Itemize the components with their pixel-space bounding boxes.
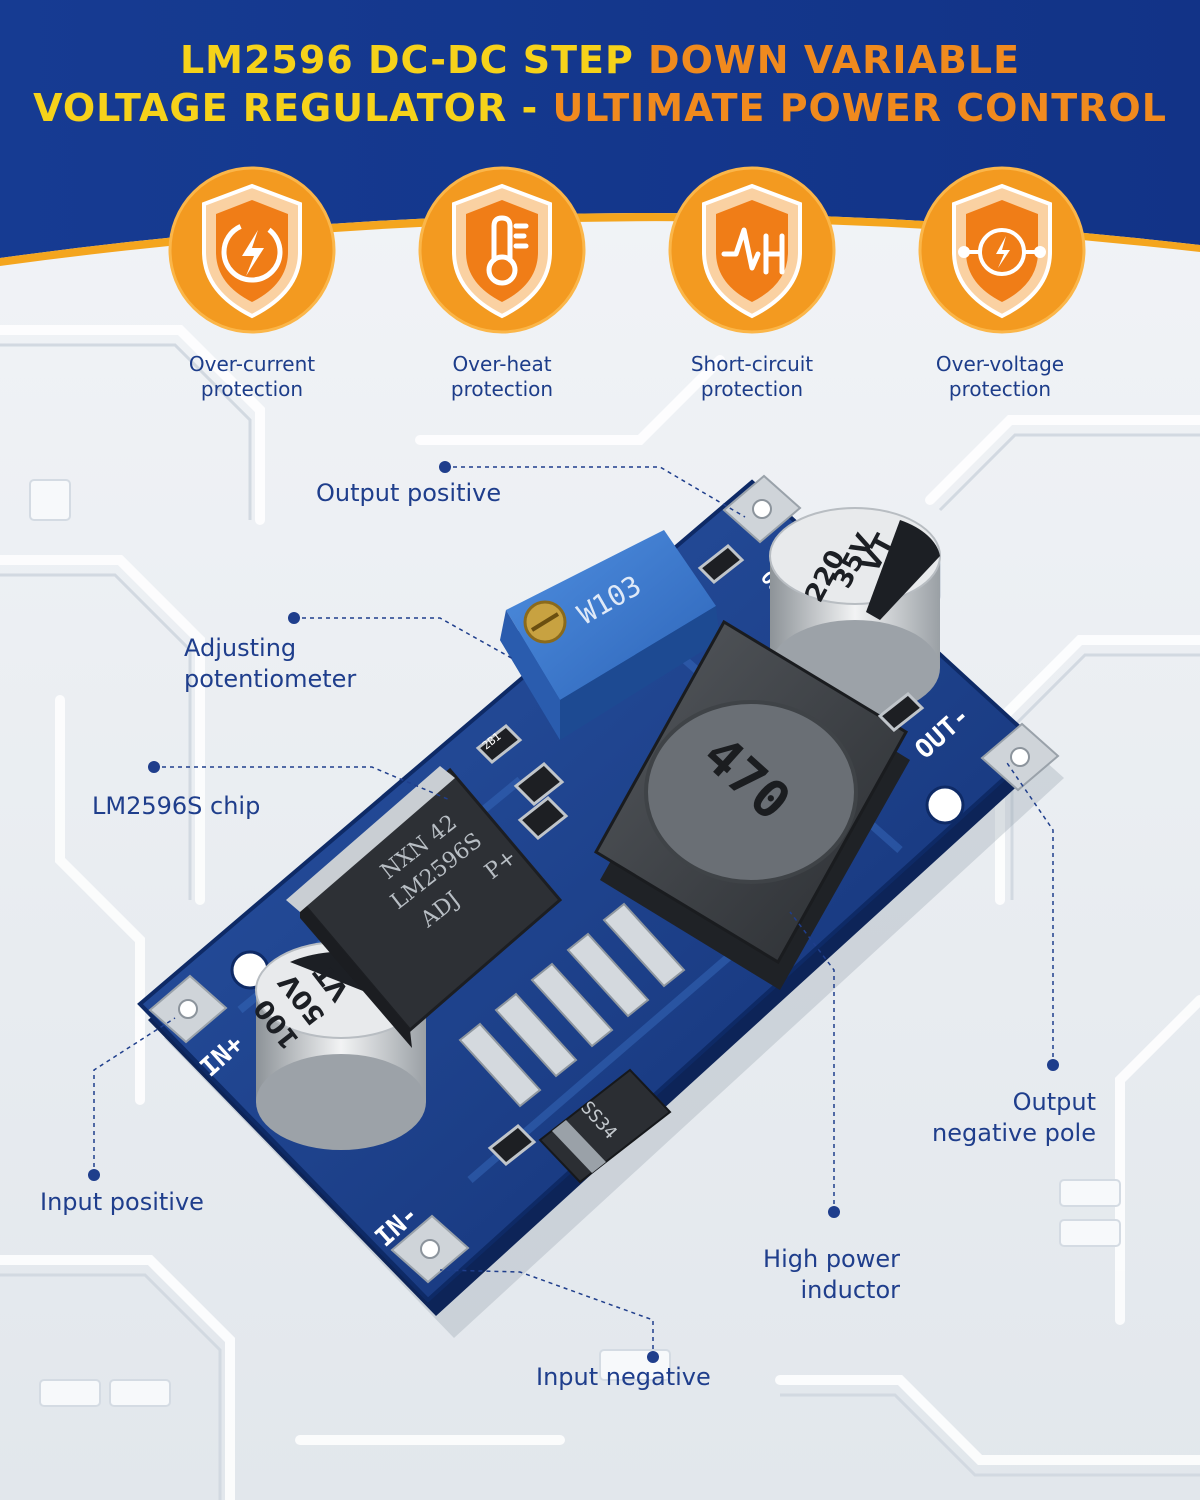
potentiometer: W103 — [500, 530, 720, 740]
badge-over-voltage — [912, 160, 1092, 340]
badge-over-heat — [412, 160, 592, 340]
lightning-icon — [221, 221, 283, 283]
short-circuit-icon — [721, 227, 785, 275]
lm2596-chip: NXN 42 LM2596S ADJ P+ — [286, 766, 686, 1108]
callout-input-positive: Input positive — [40, 1188, 204, 1216]
thermometer-icon — [486, 215, 529, 286]
title-line-1: LM2596 DC-DC STEP DOWN VARIABLE — [179, 38, 1021, 82]
input-capacitor: 100 50V VT — [248, 941, 427, 1150]
badge-over-current — [162, 160, 342, 340]
voltage-icon — [958, 228, 1046, 276]
callout-input-negative: Input negative — [536, 1363, 711, 1391]
callout-output-positive: Output positive — [316, 479, 502, 507]
ss34-diode: SS34 — [538, 1068, 672, 1184]
callout-lm2596s-chip: LM2596S chip — [92, 792, 261, 820]
inductor: 470 — [593, 619, 910, 990]
badge-short-circuit — [662, 160, 842, 340]
title-line-2: VOLTAGE REGULATOR - ULTIMATE POWER CONTR… — [33, 86, 1167, 130]
